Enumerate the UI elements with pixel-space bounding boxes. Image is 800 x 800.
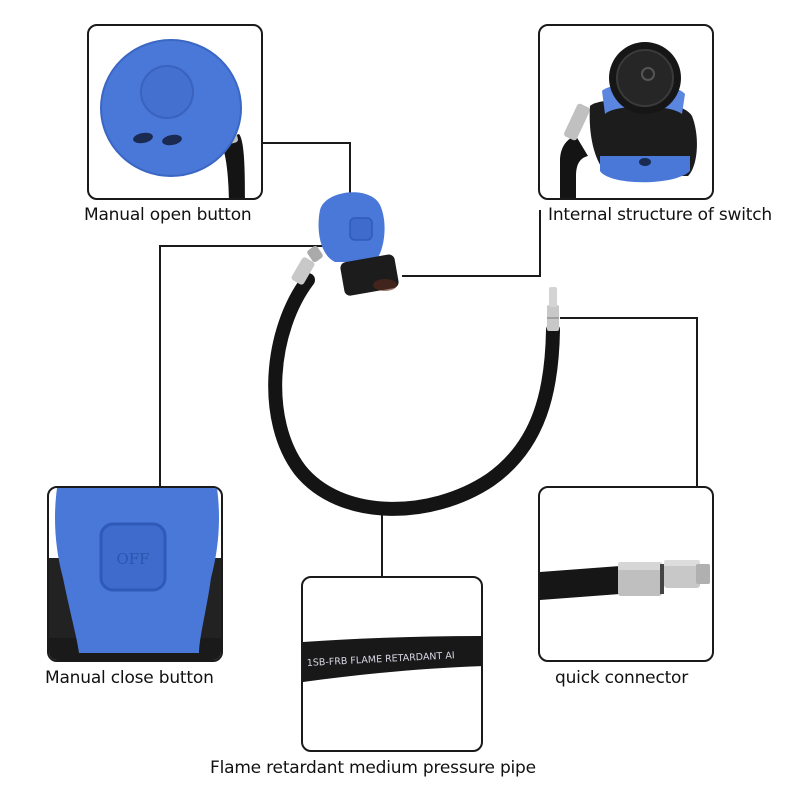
callout-frame-open-button	[87, 24, 263, 200]
label-close-button: Manual close button	[45, 668, 214, 688]
valve-body	[318, 192, 399, 296]
valve-internal-icon	[560, 42, 697, 198]
elbow-fitting-icon	[291, 246, 323, 285]
off-marking: OFF	[116, 550, 149, 568]
leader-line-internal-structure	[402, 210, 541, 277]
leader-line-close-button	[159, 245, 360, 487]
label-internal-structure: Internal structure of switch	[548, 205, 772, 225]
leader-line-quick-connector	[560, 317, 698, 487]
callout-frame-internal-structure	[538, 24, 714, 200]
valve-top-icon	[100, 39, 245, 198]
callout-frame-pipe: 1SB-FRB FLAME RETARDANT AI	[301, 576, 483, 752]
close-button-icon: OFF	[49, 488, 221, 660]
callout-frame-quick-connector	[538, 486, 714, 662]
hose	[268, 273, 560, 516]
label-pipe: Flame retardant medium pressure pipe	[210, 758, 536, 778]
leader-line-open-button	[262, 142, 351, 195]
label-quick-connector: quick connector	[555, 668, 689, 688]
label-open-button: Manual open button	[84, 205, 252, 225]
hose-closeup-icon: 1SB-FRB FLAME RETARDANT AI	[303, 636, 481, 682]
quick-connector-closeup-icon	[540, 560, 710, 600]
callout-frame-close-button: OFF	[47, 486, 223, 662]
quick-connector-icon	[547, 287, 559, 331]
